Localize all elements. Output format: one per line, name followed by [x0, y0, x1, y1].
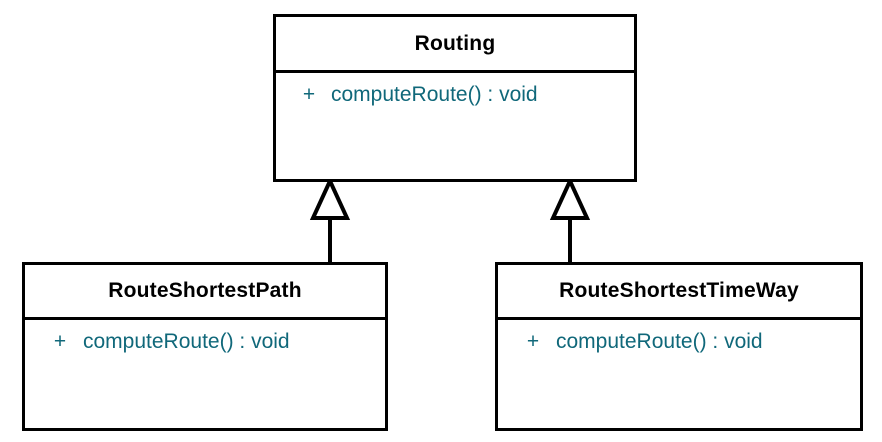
class-name-label: Routing — [414, 31, 496, 55]
member-row[interactable]: + computeRoute() : void — [25, 330, 385, 354]
class-name-compartment: RouteShortestTimeWay — [498, 265, 860, 320]
uml-class-routing[interactable]: Routing + computeRoute() : void — [273, 14, 637, 182]
class-members-compartment: + computeRoute() : void — [498, 320, 860, 428]
member-signature-label: computeRoute() : void — [83, 330, 290, 353]
class-name-label: RouteShortestTimeWay — [559, 279, 799, 302]
class-name-compartment: Routing — [276, 17, 634, 73]
class-name-label: RouteShortestPath — [108, 279, 302, 302]
member-visibility-marker: + — [526, 330, 540, 353]
member-row[interactable]: + computeRoute() : void — [498, 330, 860, 354]
generalization-left[interactable] — [309, 176, 351, 263]
member-row[interactable]: + computeRoute() : void — [276, 83, 634, 107]
generalization-right[interactable] — [549, 176, 591, 263]
class-members-compartment: + computeRoute() : void — [25, 320, 385, 428]
uml-class-route-shortest-path[interactable]: RouteShortestPath + computeRoute() : voi… — [22, 262, 388, 431]
hollow-triangle-arrowhead-icon — [309, 176, 351, 220]
member-visibility-marker: + — [302, 83, 316, 106]
class-name-compartment: RouteShortestPath — [25, 265, 385, 320]
member-visibility-marker: + — [53, 330, 67, 353]
uml-class-route-shortest-time-way[interactable]: RouteShortestTimeWay + computeRoute() : … — [495, 262, 863, 431]
member-signature-label: computeRoute() : void — [331, 83, 538, 106]
hollow-triangle-arrowhead-icon — [549, 176, 591, 220]
member-signature-label: computeRoute() : void — [556, 330, 763, 353]
class-members-compartment: + computeRoute() : void — [276, 73, 634, 179]
